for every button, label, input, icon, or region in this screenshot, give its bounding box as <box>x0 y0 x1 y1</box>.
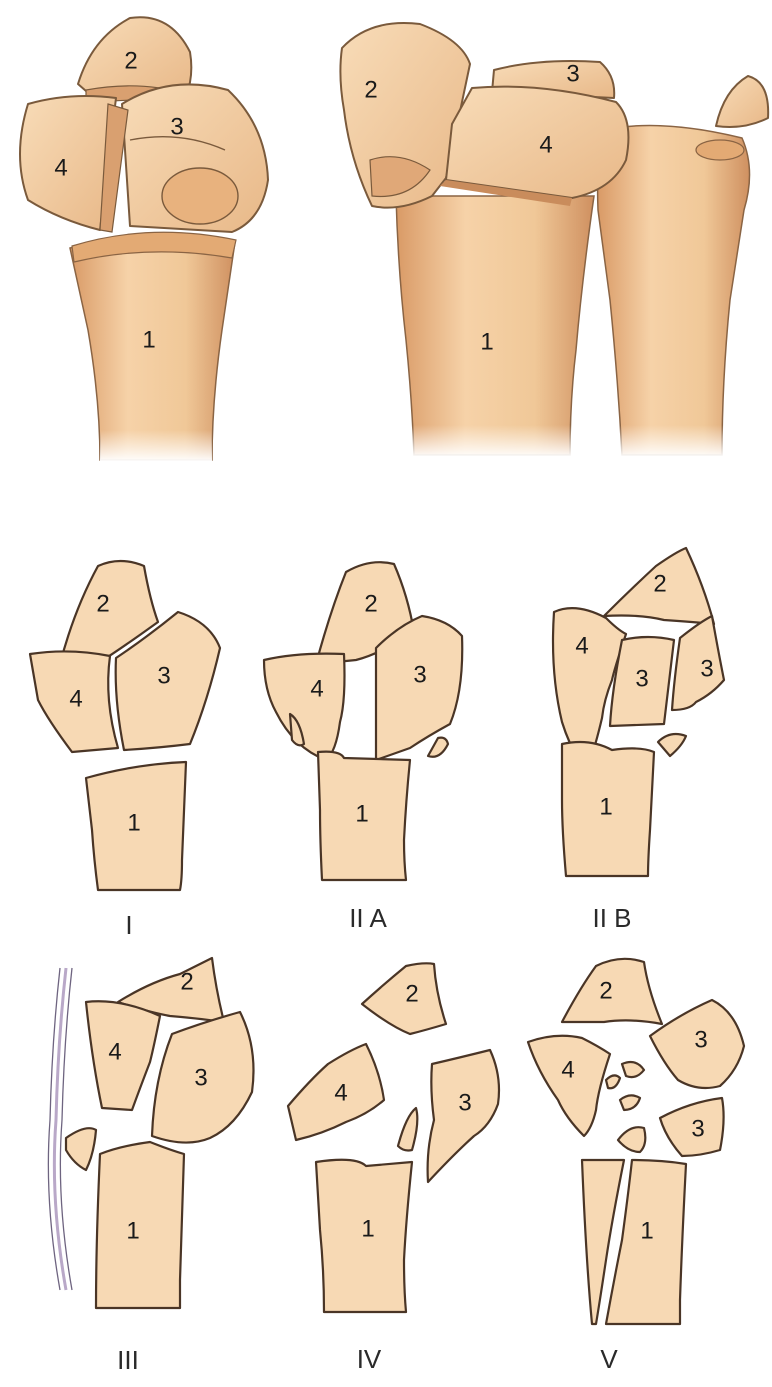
type-III-label-1: 1 <box>126 1217 139 1244</box>
diagram-type-IIA: 2 4 3 1 II A <box>264 562 462 933</box>
type-V-label-4: 4 <box>561 1056 574 1083</box>
illustration-lateral-view: 2 3 4 1 <box>20 17 268 462</box>
type-III-fragment-4 <box>86 1001 160 1110</box>
lateral-label-1: 1 <box>142 326 155 353</box>
type-V-fragment-small-3 <box>620 1095 640 1110</box>
type-I-caption: I <box>125 910 132 940</box>
type-IIB-fragment-small <box>658 734 686 756</box>
dorsal-fragment-4 <box>446 87 628 198</box>
diagram-type-III: 2 4 3 1 III <box>48 958 253 1375</box>
type-V-label-3a: 3 <box>694 1026 707 1053</box>
type-IIB-label-2: 2 <box>653 570 666 597</box>
type-IIA-caption: II A <box>349 903 387 933</box>
diagram-type-V: 2 4 3 3 1 V <box>528 959 744 1374</box>
type-IIB-label-3a: 3 <box>635 665 648 692</box>
type-III-label-2: 2 <box>180 968 193 995</box>
type-I-label-1: 1 <box>127 809 140 836</box>
type-IV-caption: IV <box>357 1344 382 1374</box>
type-IIB-label-4: 4 <box>575 632 588 659</box>
dorsal-label-2: 2 <box>364 76 377 103</box>
type-IV-fragment-2 <box>362 963 446 1034</box>
nerve-band <box>54 968 66 1290</box>
type-IIB-label-1: 1 <box>599 793 612 820</box>
type-III-fragment-small <box>66 1128 96 1170</box>
type-V-label-3b: 3 <box>691 1115 704 1142</box>
type-IV-label-3: 3 <box>458 1089 471 1116</box>
illustration-dorsal-view: 2 3 4 1 <box>340 23 768 458</box>
type-V-caption: V <box>600 1344 618 1374</box>
dorsal-label-3: 3 <box>566 60 579 87</box>
type-V-label-1: 1 <box>640 1217 653 1244</box>
type-III-label-4: 4 <box>108 1038 121 1065</box>
type-I-label-4: 4 <box>69 685 82 712</box>
ulna-shaft <box>598 126 750 456</box>
type-IV-label-1: 1 <box>361 1215 374 1242</box>
type-V-fragment-small-2 <box>622 1062 644 1077</box>
type-IIB-label-3b: 3 <box>700 655 713 682</box>
type-I-label-2: 2 <box>96 590 109 617</box>
type-IIA-label-3: 3 <box>413 661 426 688</box>
dorsal-label-4: 4 <box>539 131 552 158</box>
type-IIA-label-2: 2 <box>364 590 377 617</box>
lateral-label-4: 4 <box>54 154 67 181</box>
diagram-type-IV: 2 4 3 1 IV <box>288 963 499 1374</box>
type-III-caption: III <box>117 1345 139 1375</box>
type-IIA-label-4: 4 <box>310 675 323 702</box>
ulnar-styloid-fragment <box>716 76 768 127</box>
type-IV-label-2: 2 <box>405 980 418 1007</box>
diagram-type-IIB: 2 4 3 3 1 II B <box>553 548 724 933</box>
type-V-fragment-small-1 <box>606 1075 620 1088</box>
type-IV-fragment-small <box>398 1108 417 1151</box>
type-IIB-fragment-3-right <box>672 616 724 710</box>
type-V-fragment-small-4 <box>618 1127 645 1152</box>
lateral-label-3: 3 <box>170 113 183 140</box>
lateral-label-2: 2 <box>124 47 137 74</box>
type-IIA-fragment-small-right <box>428 738 448 757</box>
type-III-label-3: 3 <box>194 1064 207 1091</box>
type-IIB-caption: II B <box>592 903 631 933</box>
type-V-fragment-4 <box>528 1036 610 1136</box>
type-IIA-label-1: 1 <box>355 800 368 827</box>
dorsal-label-1: 1 <box>480 328 493 355</box>
dorsal-shaft-fragment <box>396 196 594 455</box>
type-III-shaft-fragment <box>96 1142 184 1308</box>
type-IV-label-4: 4 <box>334 1079 347 1106</box>
diagram-type-I: 2 4 3 1 I <box>30 561 220 940</box>
type-V-label-2: 2 <box>599 977 612 1004</box>
type-I-label-3: 3 <box>157 662 170 689</box>
